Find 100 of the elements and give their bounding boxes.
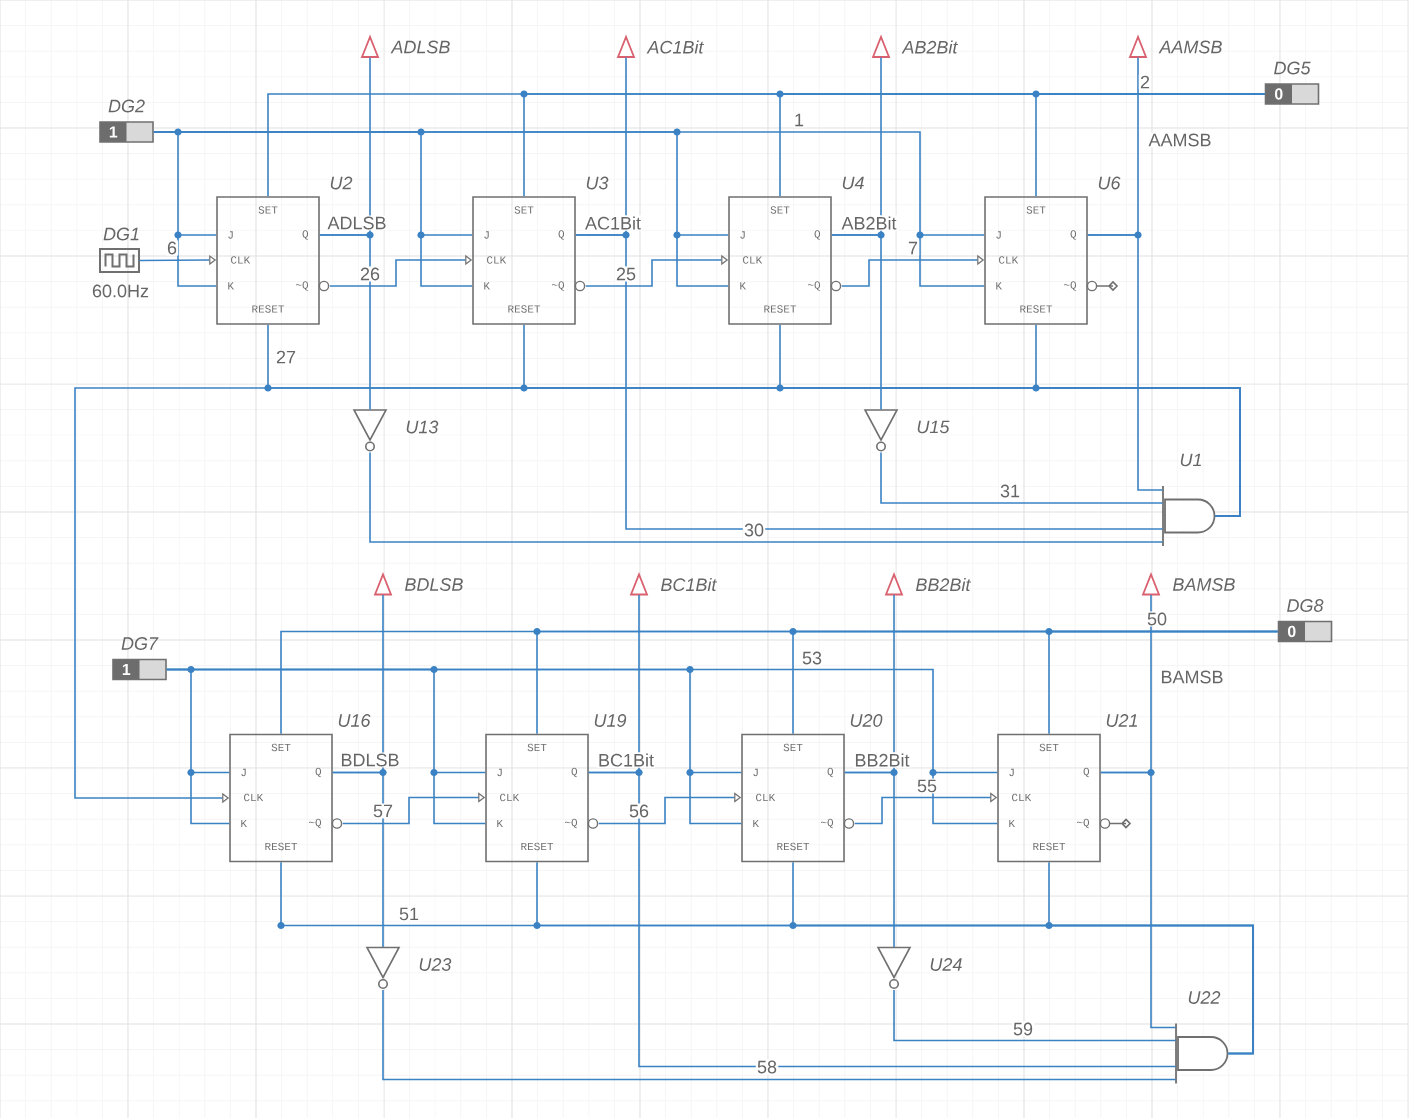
pin-label: RESET xyxy=(1020,305,1053,313)
component-label: DG8 xyxy=(1287,599,1324,612)
pin-label: J xyxy=(740,231,745,239)
probe-label: BDLSB xyxy=(404,578,463,591)
wire-label: 30 xyxy=(742,522,766,538)
component-label: U21 xyxy=(1106,714,1137,727)
pin-label: CLK xyxy=(756,793,776,802)
wire-label: 50 xyxy=(1145,611,1169,627)
pin-label: Q xyxy=(558,230,565,240)
wire-label: 53 xyxy=(800,650,824,666)
pin-label: K xyxy=(1009,819,1015,828)
pin-label: RESET xyxy=(252,305,285,313)
pin-label: CLK xyxy=(487,256,507,264)
pin-label: Q xyxy=(814,230,821,240)
pin-label: J xyxy=(996,231,1001,239)
pin-label: SET xyxy=(783,743,803,752)
probe-label: AC1Bit xyxy=(646,40,705,54)
wire xyxy=(893,989,1177,1042)
net-label: AB2Bit xyxy=(840,215,898,231)
pin-label: J xyxy=(497,768,502,777)
wire xyxy=(369,451,1164,543)
pin-label: ~Q xyxy=(821,818,834,829)
pin-label: Q xyxy=(1083,767,1090,778)
wire xyxy=(1048,630,1279,735)
toggle-switch: 0 xyxy=(1277,620,1333,643)
pin-label: CLK xyxy=(743,256,763,264)
component-label: U4 xyxy=(842,176,864,190)
component-label: U20 xyxy=(850,714,883,727)
wire-label: 51 xyxy=(397,906,421,922)
wire xyxy=(319,234,371,411)
pin-label: K xyxy=(228,282,234,290)
wire xyxy=(831,234,882,411)
wire-label: 25 xyxy=(614,266,638,282)
component-label: U6 xyxy=(1098,176,1121,190)
pin-label: ~Q xyxy=(1077,818,1090,829)
component-label: U22 xyxy=(1188,991,1221,1004)
net-label: BC1Bit xyxy=(596,752,656,768)
pin-label: ~Q xyxy=(296,281,309,291)
frequency-label: 60.0Hz xyxy=(92,284,149,298)
pin-label: SET xyxy=(770,206,790,214)
pin-label: K xyxy=(241,819,247,828)
pin-label: SET xyxy=(271,743,291,752)
wire-label: 57 xyxy=(371,803,395,819)
pin-label: K xyxy=(740,282,746,290)
pin-label: CLK xyxy=(1012,793,1032,802)
pin-label: K xyxy=(753,819,759,828)
pin-label: Q xyxy=(302,230,309,240)
pin-label: CLK xyxy=(500,793,520,802)
pin-label: SET xyxy=(1026,206,1046,214)
pin-label: RESET xyxy=(764,305,797,313)
wire xyxy=(880,451,1164,504)
wire-label: 6 xyxy=(165,240,179,256)
pin-label: SET xyxy=(527,743,547,752)
pin-label: RESET xyxy=(508,305,541,313)
wire xyxy=(844,771,895,948)
component-label: DG1 xyxy=(103,227,139,241)
pin-label: SET xyxy=(1039,743,1059,752)
component-label: DG2 xyxy=(108,99,145,113)
probe-label: ADLSB xyxy=(390,40,450,54)
wire xyxy=(575,234,1164,530)
pin-label: ~Q xyxy=(309,818,322,829)
pin-label: K xyxy=(996,282,1002,290)
pin-label: ~Q xyxy=(552,281,565,291)
net-label: AAMSB xyxy=(1147,132,1213,148)
component-label: U13 xyxy=(406,420,439,434)
pin-label: Q xyxy=(827,767,834,778)
net-label: ADLSB xyxy=(326,215,388,231)
wire-label: 7 xyxy=(906,240,920,256)
toggle-switch: 1 xyxy=(99,121,154,143)
wire xyxy=(153,131,985,287)
pin-label: RESET xyxy=(1033,842,1066,851)
wire xyxy=(1087,234,1164,491)
component-label: DG5 xyxy=(1274,61,1311,75)
pin-label: CLK xyxy=(999,256,1019,264)
wire-label: 31 xyxy=(998,483,1022,499)
pin-label: ~Q xyxy=(565,818,578,829)
probe-label: AAMSB xyxy=(1158,40,1222,54)
net-label: AC1Bit xyxy=(583,215,643,231)
pin-label: SET xyxy=(514,206,534,214)
pin-label: J xyxy=(484,231,489,239)
probe-label: AB2Bit xyxy=(901,40,959,54)
pin-label: ~Q xyxy=(1064,281,1077,291)
pin-label: RESET xyxy=(777,842,810,851)
wire xyxy=(332,771,384,948)
wire xyxy=(382,989,1177,1081)
toggle-switch: 1 xyxy=(112,658,167,681)
pin-label: Q xyxy=(571,767,578,778)
wire-label: 58 xyxy=(755,1059,779,1075)
component-label: U23 xyxy=(419,958,452,971)
component-label: U24 xyxy=(930,958,962,971)
component-label: U1 xyxy=(1180,453,1201,467)
pin-label: J xyxy=(241,768,246,777)
component-label: U16 xyxy=(338,714,371,727)
pin-label: J xyxy=(753,768,758,777)
pin-label: J xyxy=(228,231,233,239)
wire-label: 55 xyxy=(915,778,939,794)
pin-label: CLK xyxy=(231,256,251,264)
component-label: U19 xyxy=(594,714,627,727)
pin-label: Q xyxy=(1070,230,1077,240)
wire-label: 1 xyxy=(792,112,806,128)
